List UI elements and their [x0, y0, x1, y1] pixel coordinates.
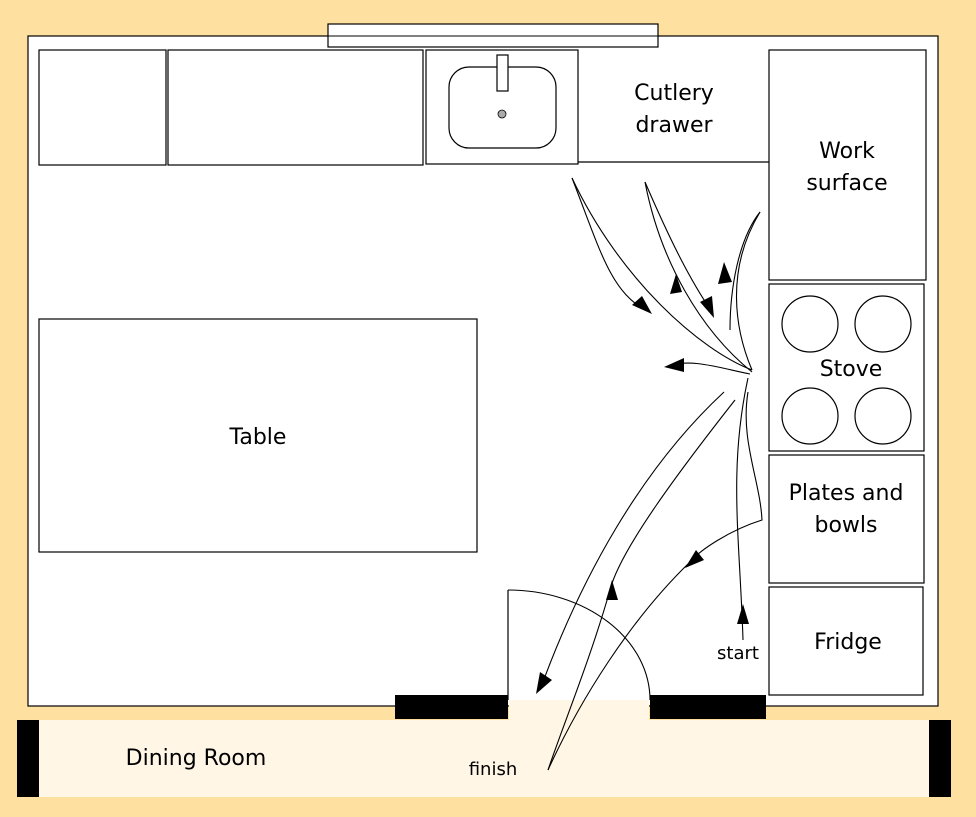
cabinet-2 — [167, 49, 424, 166]
arrow-cutlery-in — [700, 296, 714, 318]
arrow-start — [737, 604, 749, 624]
path-loop-work-out — [735, 211, 761, 371]
path-loop-sink-inner — [571, 177, 646, 311]
table-label: Table — [229, 425, 287, 450]
arrow-plates — [685, 550, 704, 568]
burner-top-left — [781, 295, 839, 353]
dining-room-wall-right — [929, 720, 951, 797]
finish-label: finish — [469, 759, 518, 780]
door-swing-arc — [507, 589, 651, 701]
plates-and-bowls-cabinet — [768, 454, 925, 584]
start-label: start — [717, 643, 759, 664]
drain — [497, 109, 507, 119]
work-surface-label-line1: Work — [819, 139, 875, 164]
path-plates-to-finish — [547, 561, 691, 771]
cutlery-label-line2: drawer — [635, 113, 713, 138]
arrow-sink-return — [664, 358, 684, 372]
path-loop-sink-outer — [571, 177, 753, 371]
plates-label-line1: Plates and — [789, 481, 904, 506]
burner-bottom-right — [854, 387, 912, 445]
plates-label-line2: bowls — [815, 513, 878, 538]
path-start-to-stove — [736, 377, 749, 641]
burner-top-right — [854, 295, 912, 353]
arrow-cutlery-out — [670, 274, 682, 294]
fridge — [768, 586, 924, 696]
cutlery-label-line1: Cutlery — [634, 81, 714, 106]
path-stove-to-plates — [689, 391, 763, 563]
work-surface — [768, 49, 927, 281]
cabinet-1 — [38, 49, 167, 166]
burner-bottom-left — [781, 387, 839, 445]
table — [38, 318, 478, 553]
wall-segment-left — [395, 695, 508, 719]
arrow-door — [536, 672, 552, 694]
path-loop-cutlery-out — [644, 181, 753, 373]
fridge-label: Fridge — [814, 630, 882, 655]
arrow-work — [718, 262, 732, 284]
arrow-final — [606, 580, 618, 600]
path-loop-work-in — [729, 211, 761, 331]
stove-label: Stove — [820, 357, 883, 382]
dining-room-label: Dining Room — [126, 746, 267, 771]
arrow-sink-in — [632, 296, 652, 314]
work-surface-label-line2: surface — [806, 171, 887, 196]
path-stove-to-door — [539, 391, 725, 691]
wall-segment-right — [650, 695, 766, 719]
dining-room — [17, 720, 951, 797]
dining-room-wall-left — [17, 720, 39, 797]
faucet — [496, 54, 509, 92]
